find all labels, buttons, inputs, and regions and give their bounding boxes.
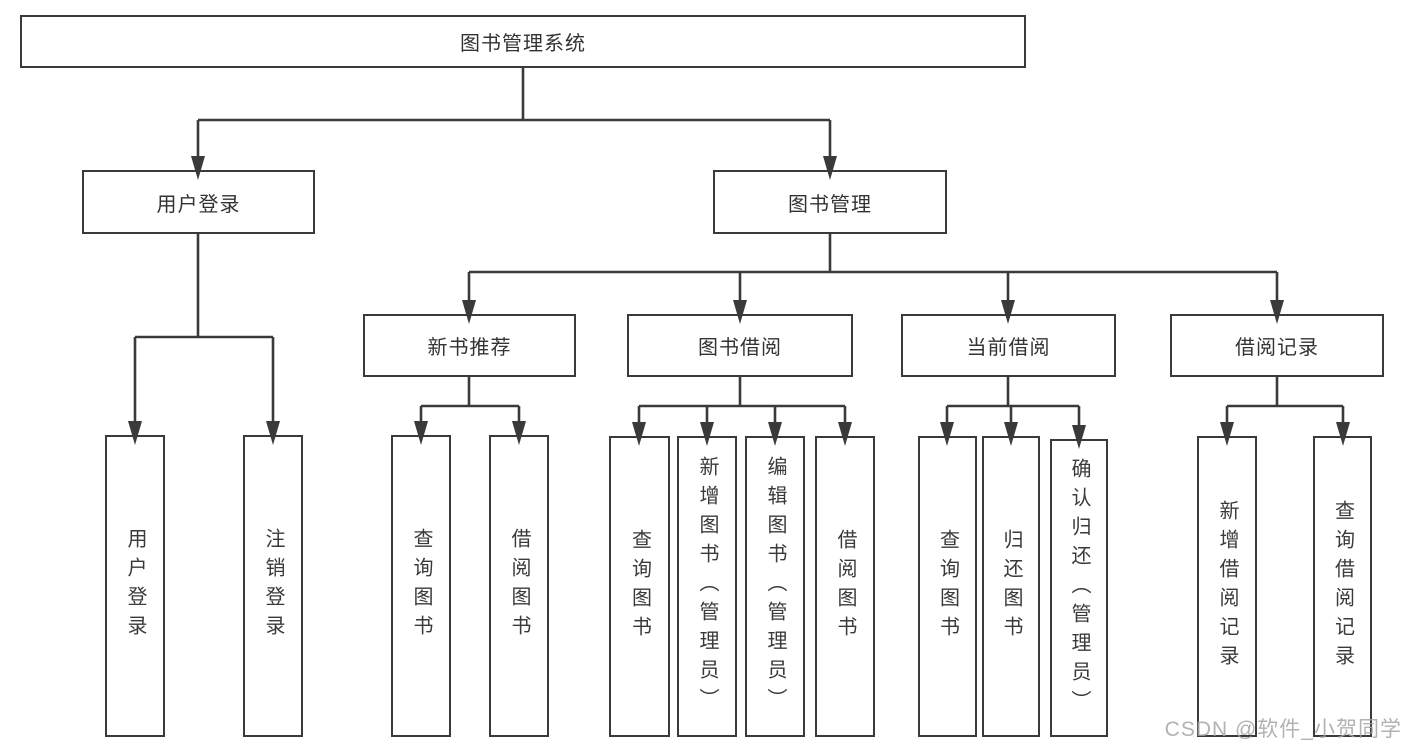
leaf-current-confirm-return-admin: 确认归还（管理员）	[1050, 439, 1108, 737]
leaf-label: 注销登录	[262, 528, 284, 644]
leaf-newbook-borrow-books: 借阅图书	[489, 435, 549, 737]
node-new-book-recommend: 新书推荐	[363, 314, 576, 377]
leaf-label: 查询图书	[410, 528, 432, 644]
leaf-logout-login: 注销登录	[243, 435, 303, 737]
node-label: 新书推荐	[427, 337, 512, 359]
leaf-borrow-borrow-books: 借阅图书	[815, 436, 875, 737]
leaf-current-return-books: 归还图书	[982, 436, 1040, 737]
leaf-records-query-record: 查询借阅记录	[1313, 436, 1372, 737]
leaf-borrow-query-books: 查询图书	[609, 436, 670, 737]
node-label: 图书管理	[788, 193, 872, 216]
leaf-borrow-add-books-admin: 新增图书（管理员）	[677, 436, 737, 737]
leaf-label: 新增借阅记录	[1216, 499, 1238, 674]
leaf-label: 用户登录	[124, 528, 146, 644]
node-book-borrowing: 图书借阅	[627, 314, 853, 377]
leaf-label: 查询借阅记录	[1331, 499, 1354, 674]
node-label: 用户登录	[156, 193, 241, 216]
node-book-management: 图书管理	[713, 170, 947, 234]
leaf-label: 查询图书	[628, 528, 651, 645]
leaf-newbook-query-books: 查询图书	[391, 435, 451, 737]
node-label: 图书管理系统	[460, 33, 586, 55]
leaf-label: 借阅图书	[834, 528, 856, 645]
leaf-label: 归还图书	[1000, 528, 1022, 645]
leaf-label: 新增图书（管理员）	[696, 456, 718, 717]
leaf-label: 借阅图书	[508, 528, 530, 644]
node-library-management-system: 图书管理系统	[20, 15, 1026, 68]
leaf-label: 确认归还（管理员）	[1068, 457, 1090, 719]
node-user-login: 用户登录	[82, 170, 315, 234]
node-label: 当前借阅	[966, 337, 1051, 359]
csdn-watermark: CSDN @软件_小贺同学	[1164, 718, 1402, 741]
node-current-borrowing: 当前借阅	[901, 314, 1116, 377]
node-label: 借阅记录	[1235, 337, 1319, 359]
leaf-user-login: 用户登录	[105, 435, 165, 737]
leaf-label: 编辑图书（管理员）	[764, 456, 786, 717]
leaf-label: 查询图书	[936, 528, 959, 645]
node-borrowing-records: 借阅记录	[1170, 314, 1384, 377]
leaf-current-query-books: 查询图书	[918, 436, 977, 737]
node-label: 图书借阅	[698, 337, 782, 359]
leaf-records-add-record: 新增借阅记录	[1197, 436, 1257, 737]
leaf-borrow-edit-books-admin: 编辑图书（管理员）	[745, 436, 805, 737]
